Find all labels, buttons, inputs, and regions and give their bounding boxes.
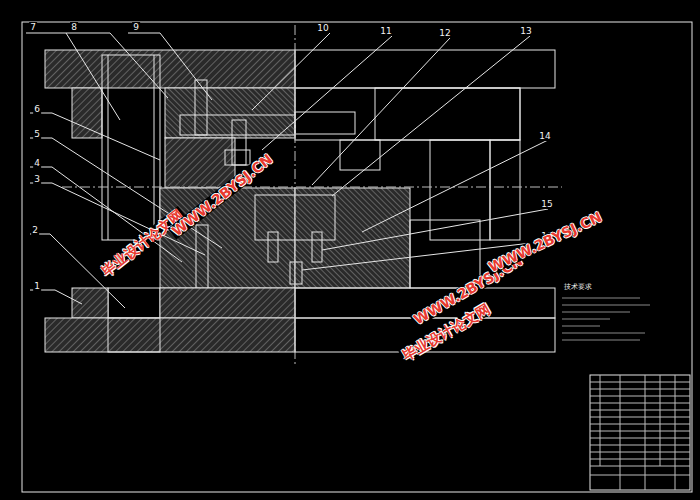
callout-number: 11	[379, 26, 392, 36]
callout-number: 8	[70, 22, 78, 32]
callout-number: 6	[33, 104, 41, 114]
watermark: WWW.2BYSJ.CN	[485, 209, 606, 275]
callout-number: 5	[33, 129, 41, 139]
callout-number: 3	[33, 174, 41, 184]
note-heading: 技术要求	[563, 282, 593, 292]
callout-number: 14	[538, 131, 551, 141]
callout-number: 9	[132, 22, 140, 32]
callout-number: 15	[540, 199, 553, 209]
callout-number: 4	[33, 158, 41, 168]
callout-number: 12	[438, 28, 451, 38]
callout-number: 10	[316, 23, 329, 33]
callout-number: 1	[33, 281, 41, 291]
callout-number: 7	[29, 22, 37, 32]
callout-number: 2	[31, 225, 39, 235]
callout-number: 13	[519, 26, 532, 36]
